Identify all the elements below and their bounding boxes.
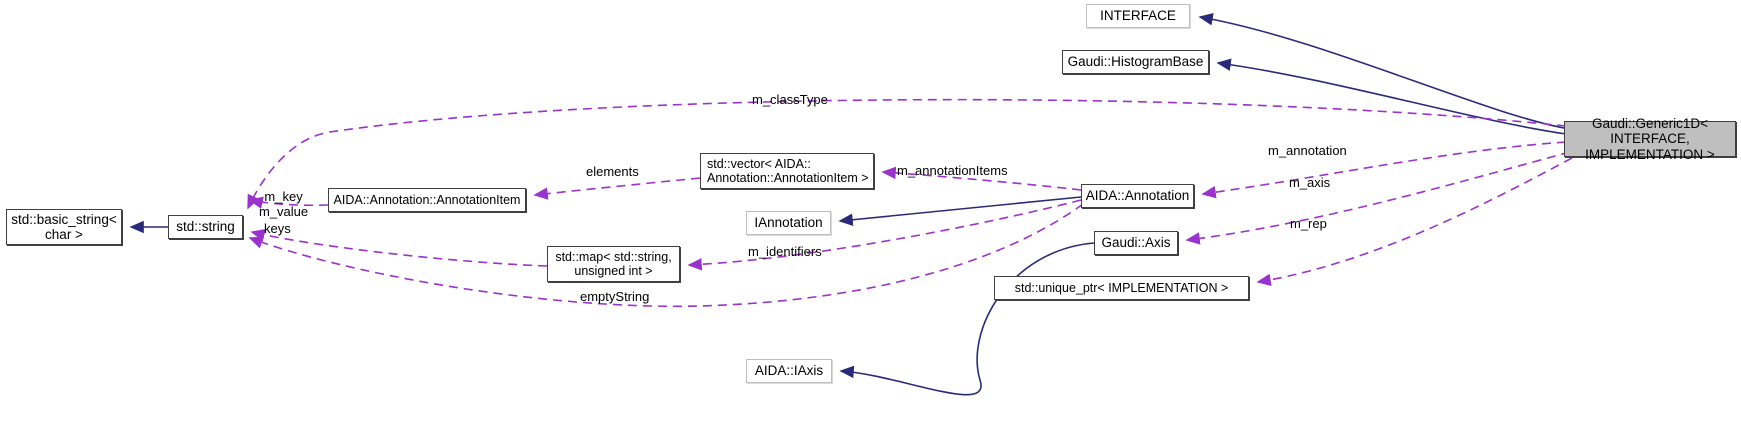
edge-label-m-annotationitems: m_annotationItems	[897, 163, 1008, 178]
edge-vectoritems-annotationitem	[533, 177, 701, 200]
edge-annotation-iannotation	[838, 196, 1082, 226]
node-std-vector-annotationitem[interactable]: std::vector< AIDA:: Annotation::Annotati…	[700, 153, 874, 189]
node-aida-iaxis[interactable]: AIDA::IAxis	[746, 359, 832, 383]
edge-label-m-key-m-value: m_key m_value	[259, 189, 309, 219]
edge-label-m-axis: m_axis	[1289, 175, 1331, 190]
edge-generic1d-interface	[1198, 13, 1565, 129]
edge-label-m-identifiers: m_identifiers	[748, 244, 822, 259]
edge-label-elements: elements	[586, 164, 639, 179]
node-gaudi-axis[interactable]: Gaudi::Axis	[1094, 231, 1178, 255]
edge-mapstring-stdstring	[250, 229, 548, 267]
edge-label-keys: keys	[264, 221, 291, 236]
edge-generic1d-annotation-m_annotation	[1201, 141, 1567, 199]
node-iannotation[interactable]: IAnnotation	[746, 211, 831, 235]
node-gaudi-histogrambase[interactable]: Gaudi::HistogramBase	[1062, 50, 1209, 74]
node-gaudi-generic1d[interactable]: Gaudi::Generic1D< INTERFACE, IMPLEMENTAT…	[1564, 116, 1736, 162]
node-std-basic-string[interactable]: std::basic_string< char >	[6, 209, 122, 245]
edge-generic1d-histogrambase	[1216, 58, 1567, 135]
node-interface[interactable]: INTERFACE	[1086, 4, 1190, 28]
edge-label-m-classtype: m_classType	[752, 92, 828, 107]
node-std-string[interactable]: std::string	[168, 215, 243, 239]
edge-gaudiaxis-aidaiaxis	[839, 242, 1095, 396]
node-std-map-string-uint[interactable]: std::map< std::string, unsigned int >	[547, 246, 680, 282]
edge-label-m-rep: m_rep	[1290, 216, 1327, 231]
edge-label-emptystring: emptyString	[580, 289, 650, 304]
edge-label-m-annotation: m_annotation	[1268, 143, 1347, 158]
node-aida-annotation[interactable]: AIDA::Annotation	[1081, 184, 1194, 208]
node-std-unique-ptr-implementation[interactable]: std::unique_ptr< IMPLEMENTATION >	[994, 276, 1249, 300]
edge-generic1d-gaudiaxis-m_axis	[1185, 151, 1571, 245]
node-aida-annotation-annotationitem[interactable]: AIDA::Annotation::AnnotationItem	[328, 188, 526, 212]
